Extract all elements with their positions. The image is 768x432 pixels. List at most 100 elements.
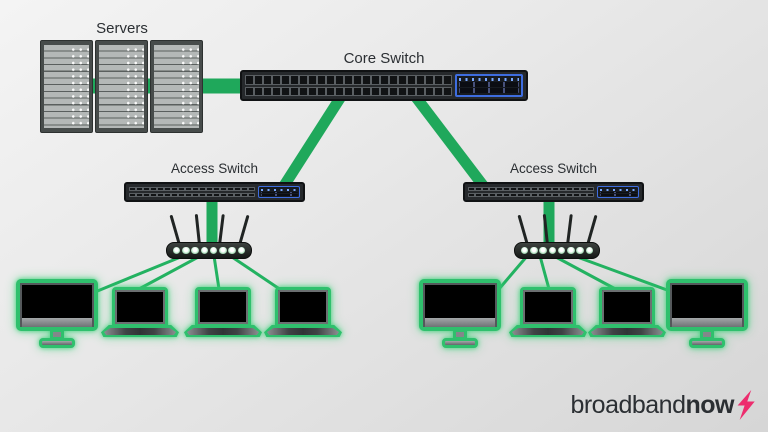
router-led bbox=[567, 246, 575, 255]
link-core-access-right bbox=[407, 88, 493, 196]
sfp-port-row bbox=[459, 88, 519, 93]
router-led bbox=[228, 246, 236, 255]
monitor-base bbox=[39, 338, 75, 348]
laptop-keyboard bbox=[512, 327, 584, 335]
link-router-laptop-r2 bbox=[552, 254, 623, 294]
port-row bbox=[245, 75, 452, 85]
router-antenna-icon bbox=[238, 214, 249, 246]
router-antenna-icon bbox=[169, 214, 181, 246]
port-row bbox=[245, 86, 452, 96]
rack-slots bbox=[154, 45, 199, 128]
logo-text-regular: broadband bbox=[570, 390, 686, 419]
link-router-desktop-r1 bbox=[497, 253, 530, 291]
monitor-chin bbox=[425, 318, 495, 327]
router-led bbox=[209, 246, 218, 255]
link-router-laptop-r1 bbox=[538, 254, 551, 291]
port-row bbox=[468, 193, 594, 197]
router-antenna-icon bbox=[517, 214, 529, 246]
laptop-base bbox=[509, 325, 587, 337]
monitor-base bbox=[442, 338, 478, 348]
core-switch-label: Core Switch bbox=[343, 50, 425, 67]
laptop-screen bbox=[112, 287, 168, 327]
access-switch-ports bbox=[468, 186, 594, 198]
access-switch-sfp-uplinks bbox=[597, 186, 639, 198]
sfp-port-row bbox=[260, 194, 298, 196]
link-router-laptop-l1 bbox=[137, 253, 204, 291]
monitor-screen bbox=[16, 279, 98, 331]
sfp-led-indicators bbox=[459, 78, 519, 81]
wireless-router-left bbox=[166, 212, 252, 259]
router-led bbox=[520, 246, 529, 255]
monitor-chin bbox=[22, 318, 92, 327]
monitor-screen bbox=[419, 279, 501, 331]
port-row bbox=[468, 187, 594, 191]
laptop-base bbox=[101, 325, 179, 337]
laptop-computer bbox=[101, 287, 179, 337]
core-switch-sfp-uplinks bbox=[455, 74, 523, 97]
router-led bbox=[237, 246, 246, 255]
server-rack bbox=[150, 40, 203, 133]
router-antenna-icon bbox=[542, 214, 549, 246]
rack-slots bbox=[44, 45, 89, 128]
core-switch bbox=[240, 70, 528, 101]
laptop-keyboard bbox=[187, 327, 259, 335]
router-antenna-icon bbox=[566, 214, 573, 246]
desktop-computer bbox=[16, 279, 98, 348]
rack-slots bbox=[99, 45, 144, 128]
laptop-keyboard bbox=[267, 327, 339, 335]
rack-led-dots bbox=[68, 45, 89, 128]
laptop-screen bbox=[599, 287, 655, 327]
access-switch-left bbox=[124, 182, 305, 202]
sfp-led-indicators bbox=[260, 188, 298, 191]
router-led bbox=[539, 246, 547, 255]
core-switch-ports bbox=[245, 74, 452, 97]
laptop-base bbox=[184, 325, 262, 337]
laptop-computer bbox=[184, 287, 262, 337]
monitor-chin bbox=[672, 318, 742, 327]
rack-led-dots bbox=[178, 45, 199, 128]
server-rack bbox=[95, 40, 148, 133]
sfp-port-row bbox=[599, 192, 637, 194]
router-led bbox=[548, 246, 557, 255]
router-led bbox=[191, 246, 199, 255]
laptop-base bbox=[588, 325, 666, 337]
link-router-laptop-l3 bbox=[227, 253, 286, 294]
servers-label: Servers bbox=[96, 20, 148, 37]
access-switch-sfp-uplinks bbox=[258, 186, 300, 198]
laptop-screen bbox=[520, 287, 576, 327]
lightning-bolt-icon bbox=[737, 390, 755, 420]
access-switch-ports bbox=[129, 186, 255, 198]
router-antenna-icon bbox=[218, 214, 225, 246]
link-router-desktop-r2 bbox=[567, 252, 680, 296]
wireless-router-right bbox=[514, 212, 600, 259]
router-led bbox=[200, 246, 209, 255]
sfp-port-row bbox=[599, 194, 637, 196]
router-led bbox=[219, 246, 227, 255]
router-led bbox=[530, 246, 538, 255]
desktop-computer bbox=[419, 279, 501, 348]
access-switch-left-label: Access Switch bbox=[170, 161, 259, 176]
laptop-screen bbox=[195, 287, 251, 327]
router-antenna-icon bbox=[194, 214, 201, 246]
logo-text-bold: now bbox=[685, 390, 735, 419]
server-rack bbox=[40, 40, 93, 133]
link-router-laptop-l2 bbox=[212, 254, 221, 291]
port-row bbox=[129, 193, 255, 197]
router-led bbox=[585, 246, 594, 255]
sfp-port-row bbox=[459, 82, 519, 87]
laptop-computer bbox=[509, 287, 587, 337]
laptop-computer bbox=[588, 287, 666, 337]
sfp-port-row bbox=[260, 192, 298, 194]
router-antenna-icon bbox=[586, 214, 597, 246]
rack-led-dots bbox=[123, 45, 144, 128]
laptop-keyboard bbox=[104, 327, 176, 335]
access-switch-right-label: Access Switch bbox=[509, 161, 598, 176]
link-router-desktop-l bbox=[93, 252, 190, 294]
router-led bbox=[182, 246, 190, 255]
link-core-access-left bbox=[275, 89, 349, 195]
router-led bbox=[557, 246, 566, 255]
desktop-computer bbox=[666, 279, 748, 348]
laptop-base bbox=[264, 325, 342, 337]
sfp-led-indicators bbox=[599, 188, 637, 191]
